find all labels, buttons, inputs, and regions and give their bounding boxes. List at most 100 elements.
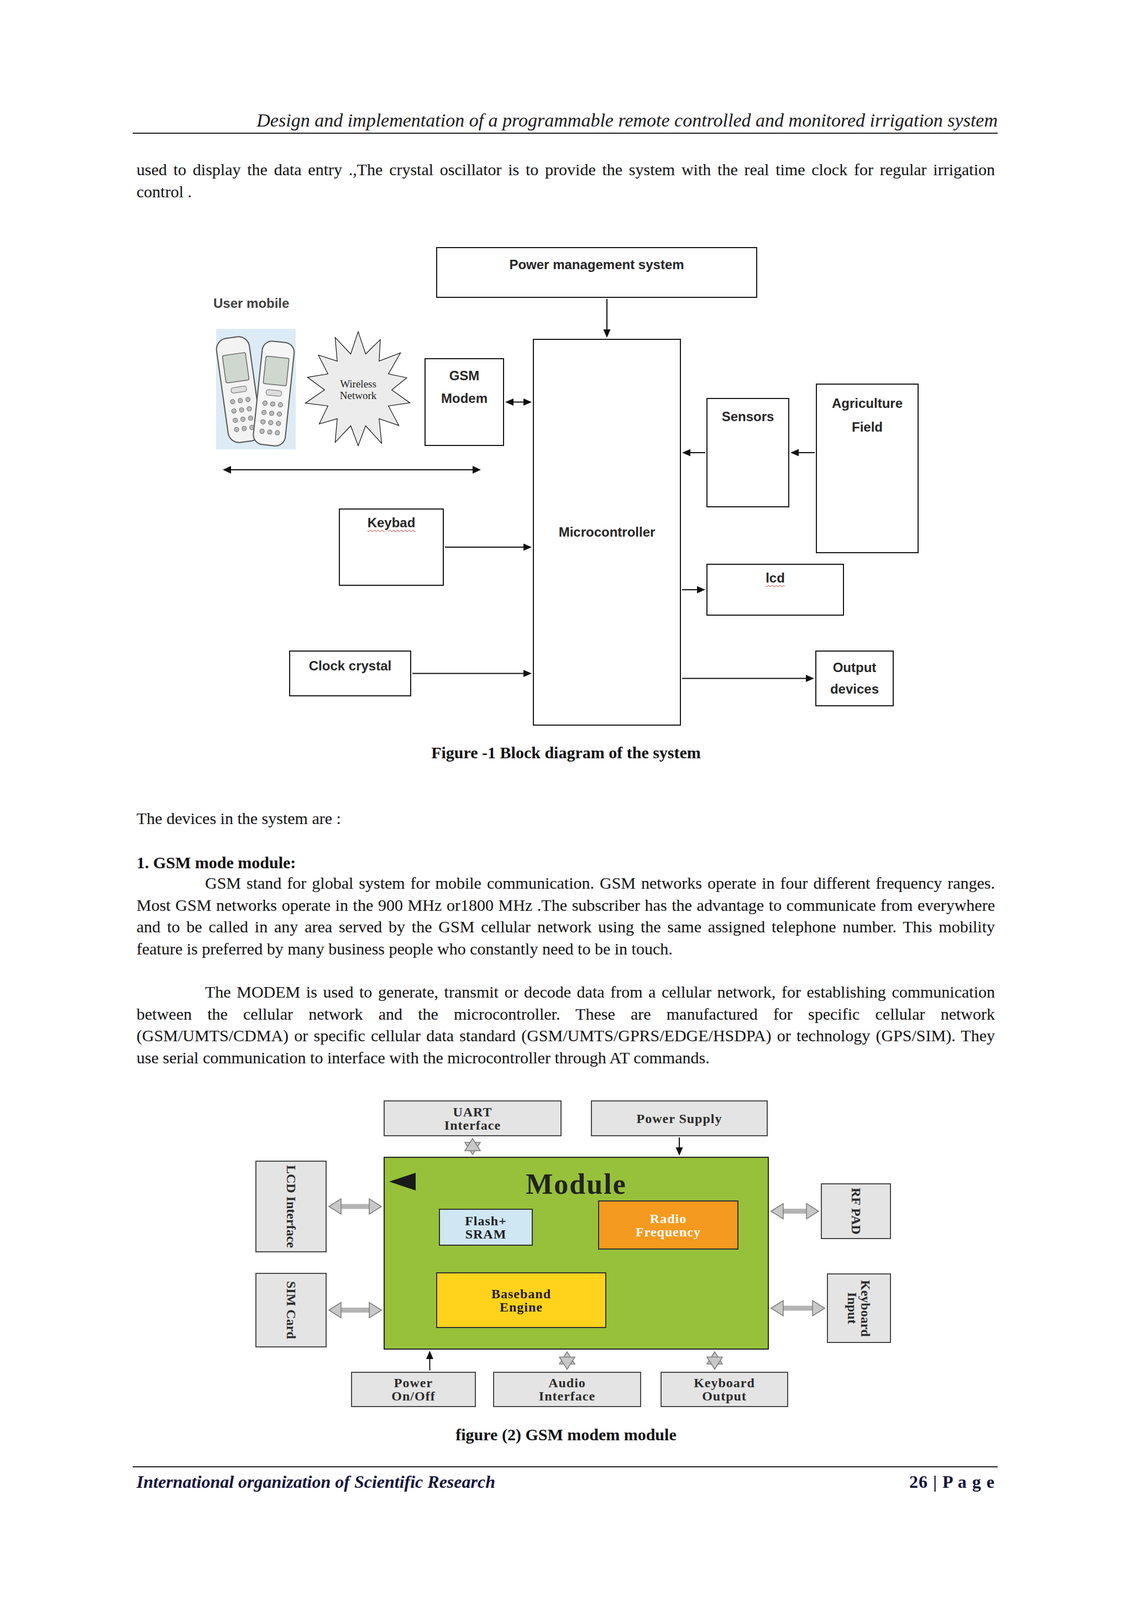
box-label: SIM Card (284, 1281, 298, 1340)
arrow-head (523, 543, 532, 552)
process-box: lcd (706, 563, 845, 616)
connector-line (338, 1307, 372, 1313)
interface-box: Keyboard Output (660, 1371, 789, 1408)
arrow-head (505, 398, 514, 406)
process-box: Power management system (436, 247, 758, 298)
arrow-head (328, 1198, 342, 1215)
arrow-head (790, 449, 799, 457)
double-arrow-connector (328, 1198, 382, 1215)
box-label: Power Supply (636, 1112, 723, 1126)
process-box: Agriculture Field (815, 383, 919, 554)
double-arrow-connector (706, 1351, 723, 1370)
arrow-head (812, 1300, 825, 1317)
module-box: ModuleFlash+ SRAM Radio FrequencyBaseband… (383, 1156, 769, 1350)
arrow-connector (682, 586, 706, 594)
network-starburst: Wireless Network (304, 330, 413, 450)
arrow-head (771, 1203, 784, 1220)
box-label: Power On/Off (380, 1376, 447, 1403)
connector-line (781, 1208, 810, 1214)
box-label: Microcontroller (558, 523, 656, 541)
box-label: lcd (765, 569, 785, 587)
interface-box: Audio Interface (493, 1371, 642, 1408)
arrow-connector (412, 669, 532, 678)
box-label: Power management system (509, 255, 684, 274)
box-label: Radio Frequency (621, 1212, 716, 1239)
connector-line (682, 678, 808, 680)
box-label: UART Interface (428, 1105, 517, 1132)
arrow-connector (675, 1137, 684, 1156)
interface-box: SIM Card (255, 1272, 327, 1348)
process-box: Clock crystal (289, 650, 412, 697)
double-arrow-connector (771, 1203, 819, 1220)
body-text: The devices in the system are : (136, 807, 995, 830)
connector-line (682, 589, 699, 591)
mobile-phones-illustration (215, 328, 296, 450)
box-label: LCD Interface (284, 1165, 298, 1249)
box-label: Keyboard Output (683, 1376, 767, 1403)
arrow-head (328, 1302, 342, 1319)
arrow-head (706, 1357, 723, 1370)
running-header: Design and implementation of a programma… (132, 109, 998, 132)
connector-line (678, 1137, 680, 1150)
box-label: Wireless Network (327, 378, 389, 402)
arrow-head (805, 674, 815, 683)
box-label: Audio Interface (525, 1376, 609, 1403)
baseband-box: Baseband Engine (436, 1272, 607, 1329)
arrow-head (523, 398, 532, 406)
radio-box: Radio Frequency (598, 1200, 739, 1250)
interface-box: LCD Interface (255, 1160, 327, 1253)
module-title-row: Module (384, 1169, 768, 1200)
connector-line (511, 401, 526, 403)
arrow-connector (426, 1350, 434, 1371)
arrow-head (696, 586, 706, 594)
figure-caption: Figure -1 Block diagram of the system (0, 742, 1132, 764)
body-paragraph: The MODEM is used to generate, transmit … (136, 981, 995, 1069)
double-arrow-connector (771, 1300, 825, 1317)
box-label: Agriculture Field (823, 391, 912, 439)
interface-box: RF PAD (820, 1183, 892, 1240)
box-label: Flash+ SRAM (447, 1214, 525, 1241)
interface-box: Power Supply (590, 1100, 768, 1137)
module-title: Module (525, 1169, 627, 1200)
arrow-head (603, 329, 611, 338)
interface-box: Power On/Off (350, 1371, 476, 1408)
process-box: GSM Modem (424, 358, 505, 447)
arrow-connector (682, 449, 706, 457)
process-box: Keybad (338, 508, 444, 586)
connector-line (429, 1357, 431, 1371)
connector-line (338, 1204, 372, 1210)
header-rule (132, 132, 998, 134)
body-paragraph: GSM stand for global system for mobile c… (136, 872, 995, 960)
box-label: Sensors (721, 407, 775, 426)
connector-line (606, 299, 608, 332)
section-heading: 1. GSM mode module: (136, 851, 995, 874)
arrow-head (806, 1203, 819, 1220)
box-label: Clock crystal (308, 657, 392, 675)
figure-caption: figure (2) GSM modem module (0, 1424, 1132, 1446)
figure-label: User mobile (213, 295, 335, 312)
arrow-head (682, 449, 691, 457)
starburst-shape (305, 331, 410, 446)
arrow-head (675, 1147, 684, 1156)
interface-box: Keyboard Input (826, 1273, 892, 1344)
box-label: Baseband Engine (471, 1287, 571, 1314)
arrow-head (464, 1138, 481, 1151)
arrow-connector (505, 398, 532, 406)
arrow-head (771, 1300, 784, 1317)
double-arrow-connector (559, 1351, 575, 1370)
arrow-connector (790, 449, 815, 457)
interface-box: UART Interface (383, 1100, 562, 1137)
box-label: Keybad (367, 514, 416, 532)
arrow-head (523, 669, 532, 678)
controller-box: Microcontroller (532, 338, 681, 726)
module-pointer-symbol (386, 1170, 423, 1193)
connector-line (412, 673, 526, 675)
arrow-connector (444, 543, 532, 552)
page-number: 26 | P a g e (829, 1471, 995, 1493)
box-label: GSM Modem (433, 364, 496, 411)
box-label: RF PAD (849, 1187, 863, 1235)
memory-box: Flash+ SRAM (438, 1208, 533, 1246)
arrow-connector (682, 674, 815, 683)
